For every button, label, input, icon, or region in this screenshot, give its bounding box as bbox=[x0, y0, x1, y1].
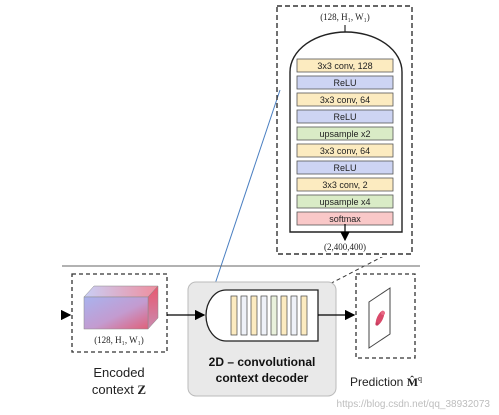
layer-box bbox=[296, 126, 394, 141]
layer-label: ReLU bbox=[333, 163, 356, 173]
decoder-layer-bar bbox=[230, 295, 238, 336]
decoder-layer-bar bbox=[280, 295, 288, 336]
layer-label: upsample x2 bbox=[319, 129, 370, 139]
prediction-mark bbox=[375, 310, 385, 326]
zoom-line-right bbox=[317, 244, 406, 291]
decoder-title-line2: context decoder bbox=[216, 371, 309, 385]
decoder-layer-bars bbox=[230, 295, 308, 336]
decoder-layer-bar bbox=[300, 295, 308, 336]
prediction-symbol: M̂ bbox=[407, 375, 418, 389]
layer-box bbox=[296, 109, 394, 124]
decoder-layer-bar bbox=[260, 295, 268, 336]
detail-input-shape: (128, H₁, W₁) bbox=[320, 12, 370, 22]
prediction-superscript: q bbox=[418, 374, 422, 383]
encoded-shape: (128, H₁, W₁) bbox=[94, 335, 144, 345]
layer-box bbox=[296, 75, 394, 90]
encoded-label-context: context bbox=[92, 382, 138, 397]
prediction-panel bbox=[355, 273, 416, 359]
decoder-title-line1: 2D – convolutional bbox=[209, 355, 316, 369]
layer-label: ReLU bbox=[333, 78, 356, 88]
watermark: https://blog.csdn.net/qq_38932073 bbox=[337, 399, 491, 410]
detail-output-shape: (2,400,400) bbox=[324, 242, 366, 252]
decoder-layer-bar bbox=[270, 295, 278, 336]
layer-label: 3x3 conv, 64 bbox=[320, 146, 370, 156]
prediction-label-text: Prediction bbox=[350, 375, 407, 389]
decoder-layer-bar bbox=[250, 295, 258, 336]
encoded-tensor-box bbox=[83, 285, 159, 330]
decoder-layer-bar bbox=[240, 295, 248, 336]
zoom-line-left bbox=[212, 89, 281, 291]
encoded-label-symbol: Z bbox=[137, 382, 146, 397]
encoded-context-panel: (128, H₁, W₁) bbox=[71, 273, 168, 353]
layer-label: upsample x4 bbox=[319, 197, 370, 207]
encoded-label-line1: Encoded bbox=[93, 365, 144, 380]
prediction-label: Prediction M̂q bbox=[350, 374, 422, 389]
layer-label: 3x3 conv, 128 bbox=[317, 61, 372, 71]
layer-box bbox=[296, 58, 394, 73]
decoder-layer-bar bbox=[290, 295, 298, 336]
layer-box bbox=[296, 194, 394, 209]
layer-label: 3x3 conv, 2 bbox=[322, 180, 367, 190]
decoder-panel: 2D – convolutional context decoder bbox=[187, 281, 337, 397]
encoded-label-line2: context Z bbox=[92, 382, 147, 397]
layer-label: softmax bbox=[329, 214, 361, 224]
layer-box bbox=[296, 92, 394, 107]
layer-box bbox=[296, 160, 394, 175]
layer-box bbox=[296, 143, 394, 158]
layer-box bbox=[296, 177, 394, 192]
layer-label: 3x3 conv, 64 bbox=[320, 95, 370, 105]
layer-label: ReLU bbox=[333, 112, 356, 122]
